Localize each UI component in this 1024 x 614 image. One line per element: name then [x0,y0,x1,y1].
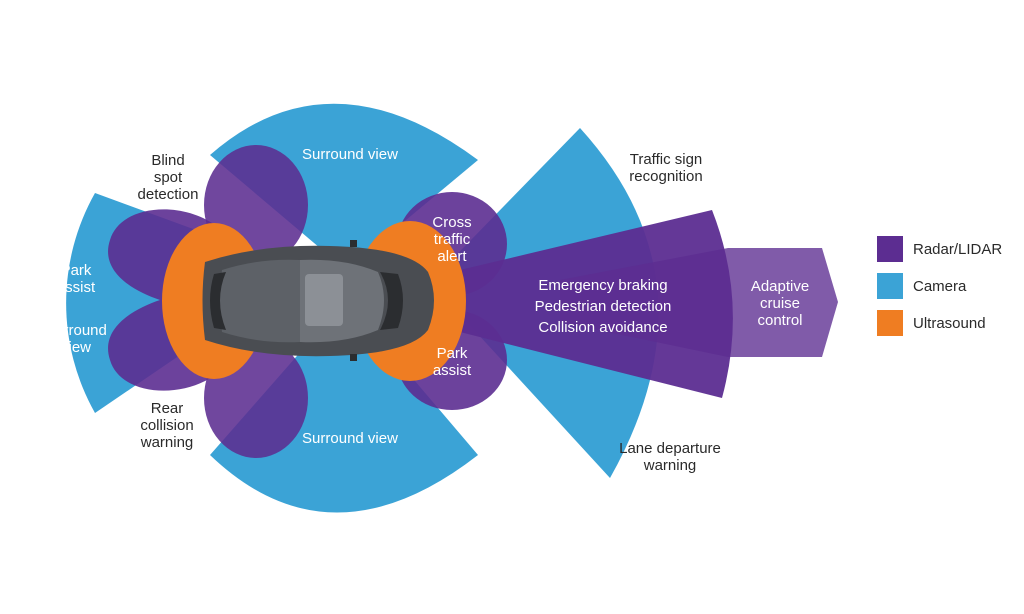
label-emergency-functions: Emergency braking Pedestrian detection C… [534,277,672,336]
label-adaptive-cruise-control: Adaptive cruise control [750,278,810,329]
label-blind-spot-detection: Blind spot detection [137,152,199,203]
legend-swatch-camera [877,273,903,299]
car-top-view [202,240,434,361]
label-surround-view-bottom: Surround view [302,430,398,447]
legend-item-ultrasound: Ultrasound [877,310,1002,336]
label-lane-departure-warning: Lane departure warning [619,440,721,474]
legend-item-radar: Radar/LIDAR [877,236,1002,262]
radar-zone-adaptive-cruise [560,248,838,357]
legend-label-camera: Camera [913,277,967,295]
label-park-assist-right: Park assist [432,345,472,379]
label-park-assist-left: Park assist [56,262,96,296]
legend-label-ultrasound: Ultrasound [913,314,986,332]
legend: Radar/LIDAR Camera Ultrasound [877,236,1002,347]
legend-swatch-ultrasound [877,310,903,336]
camera-zone-top-surround [210,103,478,270]
legend-item-camera: Camera [877,273,1002,299]
legend-swatch-radar [877,236,903,262]
legend-label-radar: Radar/LIDAR [913,240,1003,258]
label-rear-collision-warning: Rear collision warning [140,400,194,451]
label-cross-traffic-alert: Cross traffic alert [432,214,472,265]
label-traffic-sign-recognition: Traffic sign recognition [629,151,703,185]
camera-zone-bottom-surround [210,300,478,513]
label-surround-view-top: Surround view [302,146,398,163]
label-surround-view-left: Surround view [45,322,107,356]
